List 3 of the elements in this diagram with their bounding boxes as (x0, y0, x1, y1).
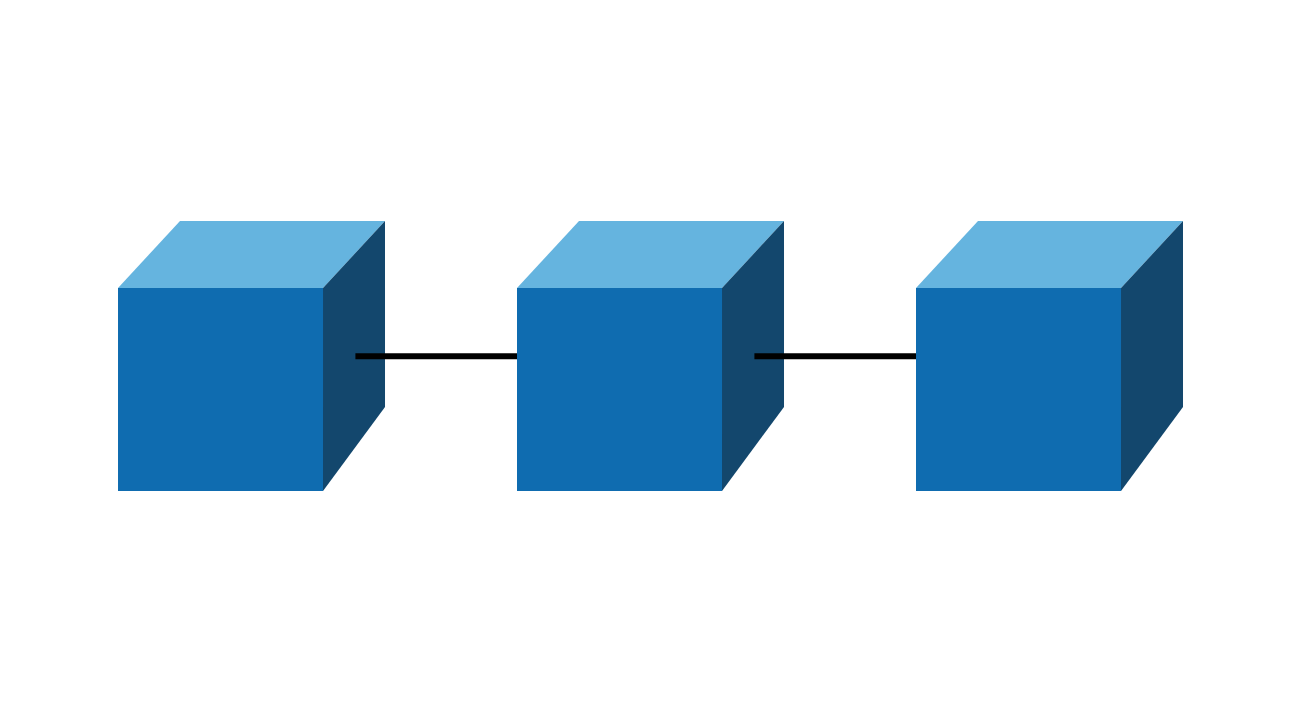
cube-drawing (118, 221, 385, 491)
cube-drawing (517, 221, 784, 491)
cube-drawing (916, 221, 1183, 491)
